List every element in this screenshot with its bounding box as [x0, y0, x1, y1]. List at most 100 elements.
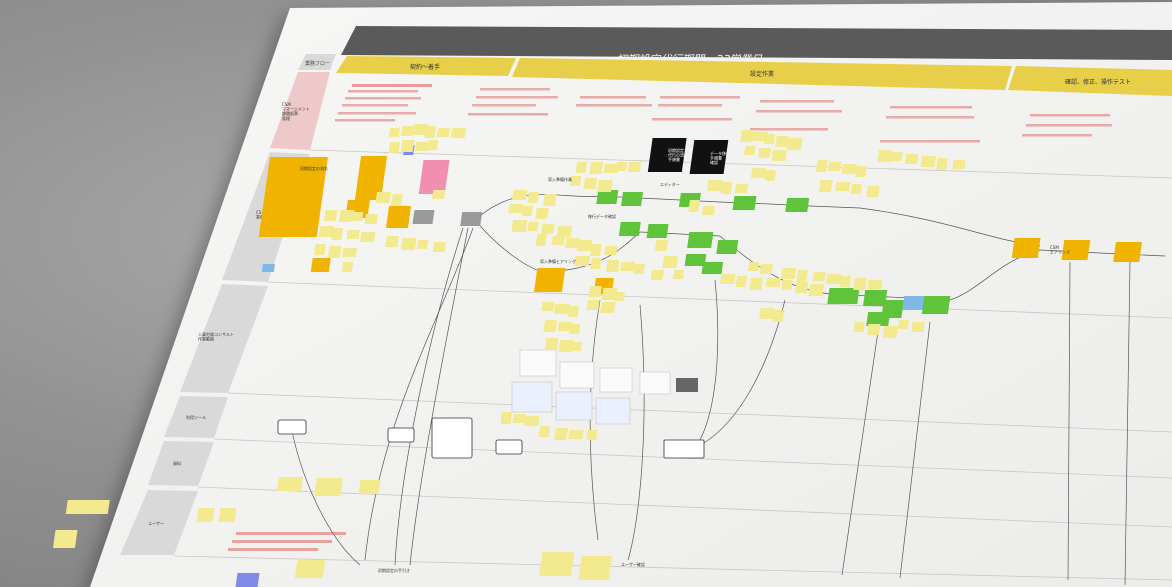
sticky-yellow [508, 204, 524, 213]
sticky-yellow [570, 342, 582, 351]
sticky-yellow [688, 200, 700, 212]
sticky-yellow [891, 152, 903, 161]
phase-band-1 [336, 56, 516, 76]
sticky-yellow [771, 150, 787, 161]
sticky-yellow [331, 228, 343, 240]
phase-label-3: 確認、修正、操作テスト [1065, 78, 1131, 86]
sticky-yellow [597, 180, 613, 192]
sticky-orange-3 [385, 206, 412, 228]
sticky-yellow [749, 278, 763, 290]
sticky-orange-overview [258, 157, 328, 237]
sticky-yellow [413, 124, 429, 135]
sticky-yellow [569, 176, 582, 186]
sticky-yellow [436, 128, 451, 137]
sticky-orange-8 [1113, 242, 1142, 262]
sticky-yellow [812, 272, 826, 281]
sticky-yellow [911, 322, 925, 332]
sticky-yellow [385, 236, 399, 247]
sticky-yellow [627, 162, 642, 172]
lane-hr-consult [180, 284, 268, 393]
sticky-orange-7 [1061, 240, 1091, 260]
sticky-yellow [432, 190, 446, 199]
sticky-yellow [615, 162, 628, 171]
sticky-yellow [855, 166, 867, 177]
sticky-yellow [650, 270, 665, 280]
sticky-yellow [400, 140, 415, 152]
sticky-orange-5 [533, 268, 566, 292]
sticky-yellow [707, 180, 723, 191]
dark-note-1 [647, 138, 687, 172]
sticky-yellow [781, 280, 793, 290]
sticky-yellow [338, 210, 355, 222]
sticky-yellow [672, 270, 685, 279]
sticky-yellow [839, 276, 852, 287]
lane-label-docs: 資料 [173, 460, 181, 466]
sticky-yellow [752, 132, 768, 141]
sticky-yellow [541, 224, 555, 234]
lane-docs [148, 441, 214, 486]
sticky-yellow [780, 268, 797, 279]
lane-header-label: 業務フロー [305, 60, 330, 67]
sticky-yellow [815, 160, 828, 172]
sticky-yellow [538, 426, 551, 437]
sticky-yellow [850, 184, 863, 194]
user-lane-notes [52, 477, 612, 580]
sticky-yellow [565, 238, 581, 248]
sticky-yellow [521, 206, 534, 216]
sticky-yellow [882, 326, 899, 338]
sticky-yellow [341, 262, 354, 272]
sticky-yellow [720, 182, 733, 194]
sticky-yellow [619, 262, 636, 271]
sticky-yellow [740, 130, 754, 142]
sticky-yellow [553, 304, 570, 314]
sticky-yellow [576, 240, 593, 251]
lane-user [120, 490, 198, 555]
sticky-yellow [375, 192, 392, 203]
sticky-yellow [662, 256, 679, 268]
sticky-yellow [763, 134, 776, 144]
green-steps [596, 190, 951, 326]
sticky-yellow [551, 236, 565, 245]
sticky-yellow [735, 276, 748, 287]
sticky-yellow [772, 310, 785, 322]
sticky-yellow [867, 280, 883, 289]
sticky-yellow [600, 302, 616, 313]
sticky-yellow [567, 306, 579, 317]
sticky-yellow [450, 128, 467, 138]
sticky-yellow [605, 260, 620, 272]
sticky-gray-2 [460, 212, 483, 226]
sticky-yellow [543, 320, 558, 332]
sticky-yellow [936, 158, 948, 170]
csm-red-notes [335, 84, 1112, 143]
sticky-yellow [557, 322, 573, 331]
sticky-orange-2 [354, 156, 388, 200]
sticky-yellow [341, 248, 358, 257]
sticky-yellow [835, 182, 851, 191]
sticky-yellow [952, 160, 966, 169]
sticky-yellow [759, 308, 775, 319]
sticky-yellow [318, 226, 335, 237]
sticky-yellow [359, 232, 376, 242]
phase-label-1: 契約〜着手 [410, 63, 440, 71]
sticky-yellow [511, 220, 528, 232]
dark-note-2-text: データ移行手順書確認 [710, 150, 730, 165]
sticky-yellow [590, 258, 602, 269]
sticky-yellow [583, 178, 597, 189]
sticky-yellow [775, 136, 789, 147]
sticky-yellow [588, 286, 602, 297]
sticky-yellow [613, 292, 625, 301]
lane-header-cell [298, 54, 336, 70]
sticky-yellow [535, 234, 548, 246]
title-bar [341, 26, 1172, 60]
sticky-yellow [323, 210, 338, 221]
sticky-yellow [633, 264, 645, 274]
sticky-yellow [586, 300, 600, 310]
step-label-1: 導入準備作業 [548, 176, 572, 182]
sticky-yellow [541, 302, 555, 311]
sticky-yellow [720, 274, 736, 284]
sticky-yellow [853, 322, 865, 332]
sticky-yellow [388, 142, 401, 153]
lane-separators [173, 149, 1172, 581]
